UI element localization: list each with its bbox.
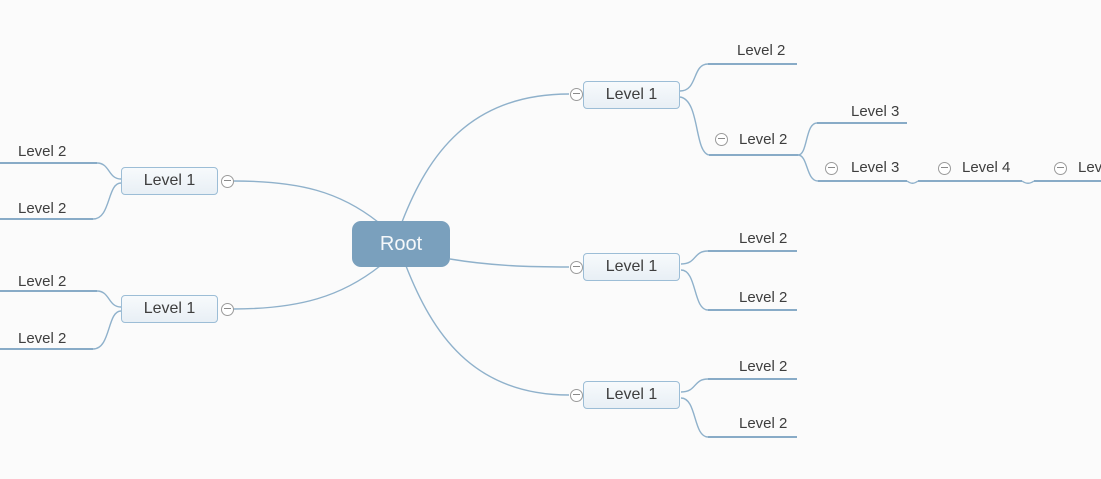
minus-glyph (223, 308, 231, 309)
node-level2[interactable]: Level 2 (739, 289, 788, 306)
node-level2[interactable]: Level 2 (18, 200, 67, 217)
collapse-icon[interactable] (824, 161, 838, 175)
node-level1-right-top[interactable]: Level 1 (583, 81, 680, 109)
connector (1021, 180, 1035, 184)
node-level2[interactable]: Level 2 (18, 330, 67, 347)
minus-glyph (1056, 167, 1064, 168)
node-level1-left-top[interactable]: Level 1 (121, 167, 218, 195)
node-level1-left-bottom[interactable]: Level 1 (121, 295, 218, 323)
connector (92, 310, 122, 350)
connector (232, 265, 381, 310)
minus-glyph (223, 180, 231, 181)
minus-glyph (940, 167, 948, 168)
node-level2[interactable]: Level 2 (739, 131, 788, 148)
connector (680, 378, 709, 393)
node-level1-right-bottom[interactable]: Level 1 (583, 381, 680, 409)
connector (679, 96, 710, 156)
node-level2[interactable]: Level 2 (737, 42, 786, 59)
node-level2[interactable]: Level 2 (18, 143, 67, 160)
connector (401, 93, 570, 223)
collapse-icon[interactable] (569, 388, 583, 402)
collapse-icon[interactable] (569, 260, 583, 274)
node-level4[interactable]: Level 4 (962, 159, 1011, 176)
connector (96, 290, 122, 308)
minus-glyph (572, 93, 580, 94)
collapse-icon[interactable] (569, 87, 583, 101)
node-root[interactable]: Root (352, 221, 450, 267)
connector (679, 63, 709, 92)
node-level2[interactable]: Level 2 (18, 273, 67, 290)
collapse-icon[interactable] (714, 132, 728, 146)
collapse-icon[interactable] (1053, 161, 1067, 175)
connector (797, 154, 819, 182)
minus-glyph (572, 266, 580, 267)
connector (797, 122, 818, 156)
node-level2[interactable]: Level 2 (739, 415, 788, 432)
minus-glyph (717, 138, 725, 139)
collapse-icon[interactable] (937, 161, 951, 175)
node-level5[interactable]: Level 5 (1078, 159, 1101, 176)
collapse-icon[interactable] (220, 302, 234, 316)
connector (906, 180, 919, 184)
node-level3[interactable]: Level 3 (851, 103, 900, 120)
node-level2[interactable]: Level 2 (739, 358, 788, 375)
connector (680, 269, 709, 311)
node-level3[interactable]: Level 3 (851, 159, 900, 176)
connector (680, 397, 709, 438)
connector (92, 182, 122, 220)
node-level1-right-middle[interactable]: Level 1 (583, 253, 680, 281)
minus-glyph (827, 167, 835, 168)
connector (680, 250, 709, 265)
connector (96, 162, 122, 180)
connector (405, 265, 570, 396)
collapse-icon[interactable] (220, 174, 234, 188)
minus-glyph (572, 394, 580, 395)
connector (232, 180, 379, 223)
node-level2[interactable]: Level 2 (739, 230, 788, 247)
connector (449, 258, 570, 268)
